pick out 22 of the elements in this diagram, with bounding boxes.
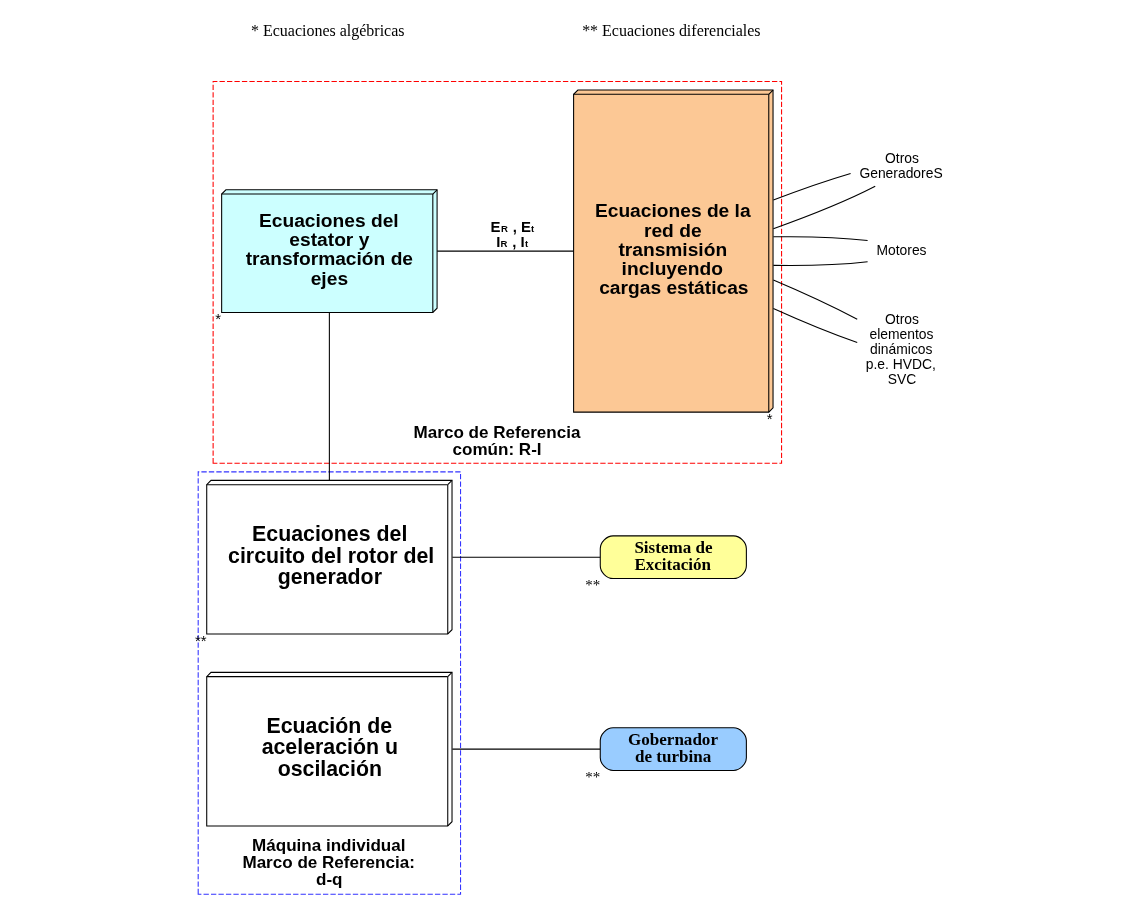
connector (772, 185, 876, 229)
node-text: Otros GeneradoreS (858, 149, 943, 181)
connector (436, 250, 574, 252)
connector (451, 748, 601, 750)
node-text: Motores (875, 241, 927, 258)
node-label: ** (584, 768, 600, 785)
connector (328, 311, 330, 481)
node-text: Otros elementos dinámicos p.e. HVDC, SVC (865, 310, 936, 387)
node-label: * (214, 309, 221, 327)
connector (772, 307, 858, 343)
edge-label: ER , Et IR , It (489, 217, 534, 250)
node-label: ** (584, 576, 600, 593)
label: * Ecuaciones algébricas (250, 21, 405, 39)
label: ** Ecuaciones diferenciales (581, 21, 761, 39)
connector (772, 279, 858, 320)
connector (451, 556, 601, 558)
node-label: ** (194, 631, 207, 649)
node-box: Gobernador de turbina (599, 726, 747, 771)
connector (772, 260, 868, 266)
connector (772, 172, 851, 201)
connector (772, 235, 868, 241)
node-box: Sistema de Excitación (599, 534, 747, 579)
